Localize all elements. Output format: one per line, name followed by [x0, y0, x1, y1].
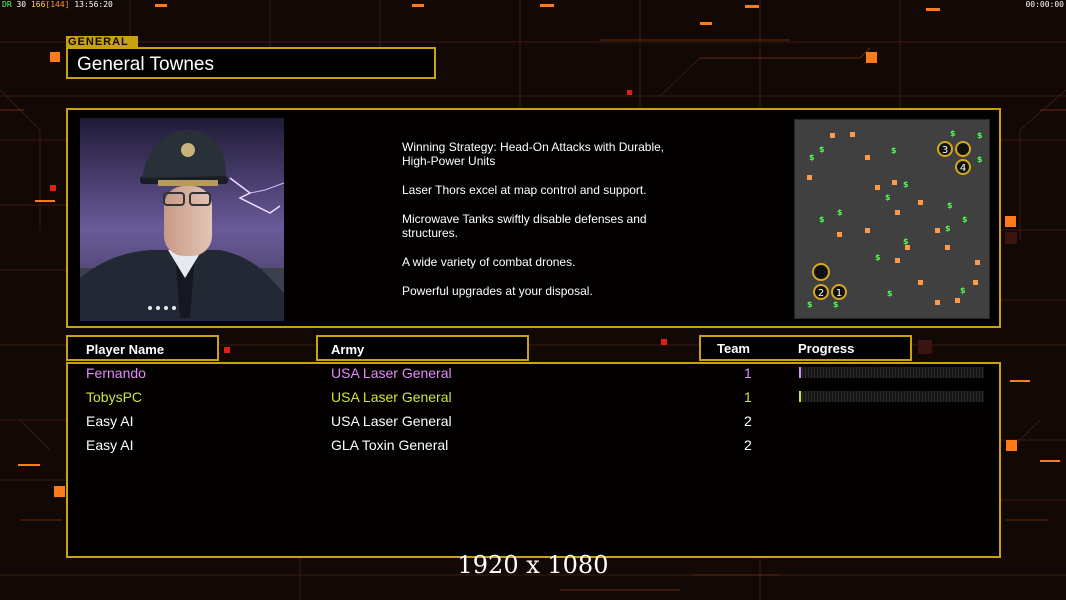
header-army: Army — [316, 335, 529, 361]
start-positions[interactable] — [812, 141, 971, 300]
supply-markers — [807, 132, 980, 305]
table-row[interactable]: TobysPC USA Laser General 1 — [66, 386, 1001, 410]
svg-text:$: $ — [807, 300, 813, 309]
svg-text:$: $ — [885, 193, 891, 202]
table-row[interactable]: Fernando USA Laser General 1 — [66, 362, 1001, 386]
hud-value-a: 30 — [16, 0, 27, 9]
strategy-line: Powerful upgrades at your disposal. — [402, 284, 593, 298]
general-name-box: General Townes — [66, 47, 436, 79]
svg-text:$: $ — [833, 300, 839, 309]
svg-text:$: $ — [945, 224, 951, 233]
team-cell: 2 — [744, 437, 752, 453]
army-cell: USA Laser General — [331, 413, 452, 429]
player-name-cell: TobysPC — [86, 389, 143, 405]
header-army-label: Army — [331, 342, 365, 357]
strategy-line: A wide variety of combat drones. — [402, 255, 576, 269]
team-cell: 1 — [744, 389, 752, 405]
svg-text:$: $ — [809, 153, 815, 162]
team-cell: 1 — [744, 365, 752, 381]
svg-text:$: $ — [837, 208, 843, 217]
map-preview[interactable]: $ $ $ $ $ $ $ $ $ $ $ $ $ $ $ $ $ $ $ 1 2 3 4 — [794, 119, 990, 319]
table-row[interactable]: Easy AI GLA Toxin General 2 — [66, 434, 1001, 458]
progress-bar — [799, 391, 984, 402]
svg-text:$: $ — [891, 146, 897, 155]
resource-markers: $ $ $ $ $ $ $ $ $ $ $ $ $ $ $ $ $ $ $ — [807, 129, 983, 309]
svg-text:$: $ — [903, 237, 909, 246]
fps-overlay: DR 30 166[144] 13:56:20 — [2, 0, 113, 9]
hud-prefix: DR — [2, 0, 12, 9]
general-portrait — [80, 118, 284, 321]
start-position-label: 2 — [818, 288, 824, 299]
header-team-progress: Team Progress — [699, 335, 912, 361]
army-cell: USA Laser General — [331, 389, 452, 405]
player-name-cell: Easy AI — [86, 413, 134, 429]
general-tag: GENERAL — [66, 36, 138, 48]
svg-text:$: $ — [977, 131, 983, 140]
header-player-name: Player Name — [66, 335, 219, 361]
game-clock: 00:00:00 — [1025, 0, 1064, 9]
hud-value-c: [144] — [45, 0, 70, 9]
hud-value-b: 166 — [30, 0, 46, 9]
svg-text:$: $ — [947, 201, 953, 210]
svg-text:$: $ — [875, 253, 881, 262]
svg-text:$: $ — [903, 180, 909, 189]
progress-bar-fill — [799, 391, 801, 402]
general-name: General Townes — [77, 54, 214, 75]
table-row[interactable]: Easy AI USA Laser General 2 — [66, 410, 1001, 434]
svg-text:$: $ — [960, 286, 966, 295]
resolution-label: 1920 x 1080 — [457, 551, 609, 579]
svg-text:$: $ — [819, 215, 825, 224]
player-name-cell: Easy AI — [86, 437, 134, 453]
progress-bar-fill — [799, 367, 801, 378]
strategy-description: Winning Strategy: Head-On Attacks with D… — [402, 140, 702, 313]
svg-text:$: $ — [887, 289, 893, 298]
start-position-label: 3 — [942, 145, 948, 156]
header-progress-label: Progress — [798, 341, 855, 356]
army-cell: USA Laser General — [331, 365, 452, 381]
svg-text:$: $ — [977, 155, 983, 164]
header-player-name-label: Player Name — [86, 342, 165, 357]
strategy-line: Laser Thors excel at map control and sup… — [402, 183, 647, 197]
start-position-label: 4 — [960, 163, 966, 174]
strategy-line: Winning Strategy: Head-On Attacks with D… — [402, 140, 665, 168]
svg-text:$: $ — [819, 145, 825, 154]
svg-text:$: $ — [950, 129, 956, 138]
team-cell: 2 — [744, 413, 752, 429]
army-cell: GLA Toxin General — [331, 437, 449, 453]
hud-time: 13:56:20 — [74, 0, 113, 9]
progress-bar — [799, 367, 984, 378]
header-team-label: Team — [717, 341, 750, 356]
svg-text:$: $ — [962, 215, 968, 224]
player-name-cell: Fernando — [86, 365, 146, 381]
strategy-line: Microwave Tanks swiftly disable defenses… — [402, 212, 647, 240]
start-position-label: 1 — [836, 288, 842, 299]
